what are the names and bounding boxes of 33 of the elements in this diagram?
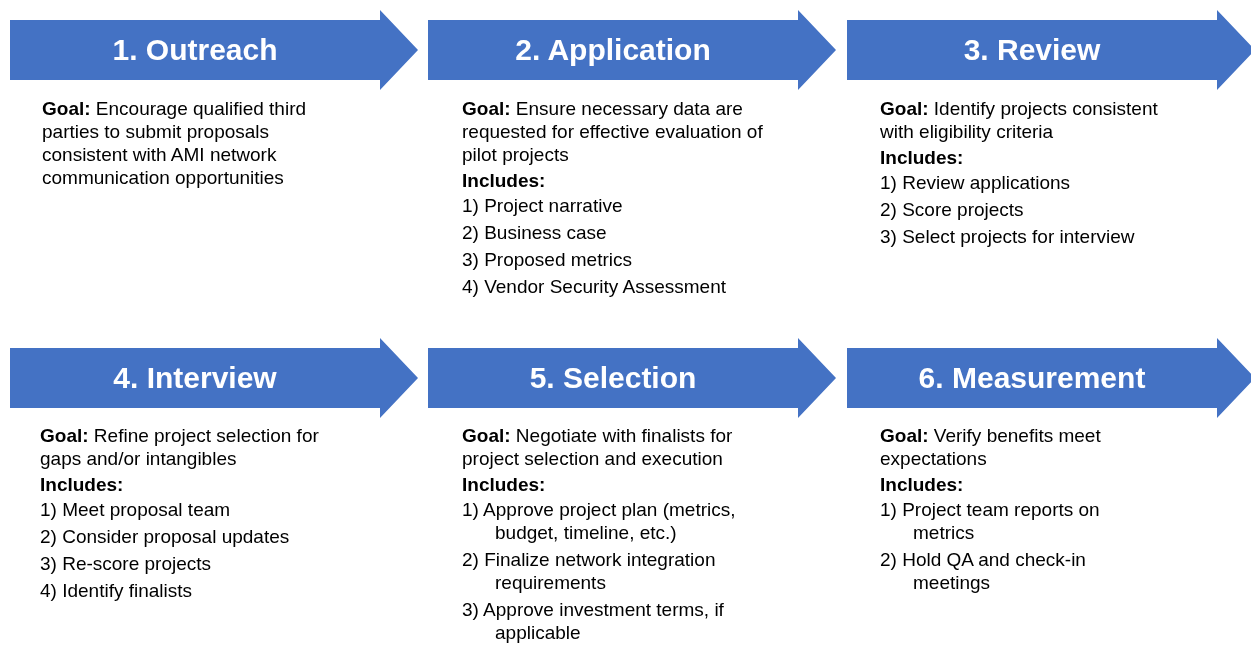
includes-heading: Includes: [40,473,124,496]
list-item: 1) Project team reports on metrics [880,498,1101,544]
list-item: 3) Proposed metrics [462,248,633,271]
goal-text: Goal: Ensure necessary data are requested for effective evaluation of pilot projects [462,97,764,166]
step-title: 5. Selection [529,363,697,393]
list-item: 2) Business case [462,221,608,244]
step-title: 1. Outreach [112,35,278,65]
includes-heading: Includes: [462,473,546,496]
list-item: 4) Identify finalists [40,579,194,602]
list-item: 1) Approve project plan (metrics, budget, timeline, etc.) [462,498,737,544]
list-item: 2) Consider proposal updates [40,525,291,548]
list-item: 2) Finalize network integration requirements [462,548,717,594]
list-item: 4) Vendor Security Assessment [462,275,727,298]
list-item: 1) Meet proposal team [40,498,232,521]
list-item: 1) Project narrative [462,194,624,217]
step-title: 2. Application [515,35,711,65]
step-title: 4. Interview [113,363,277,393]
includes-heading: Includes: [880,146,964,169]
goal-text: Goal: Identify projects consistent with eligibility criteria [880,97,1159,143]
goal-text: Goal: Encourage qualified third parties to submit proposals consistent with AMI network communication opportunities [42,97,308,189]
list-item: 2) Score projects [880,198,1025,221]
list-item: 2) Hold QA and check-in meetings [880,548,1087,594]
step-title: 3. Review [963,35,1101,65]
list-item: 3) Select projects for interview [880,225,1136,248]
includes-heading: Includes: [462,169,546,192]
goal-text: Goal: Negotiate with finalists for project selection and execution [462,424,734,470]
list-item: 3) Approve investment terms, if applicable [462,598,725,644]
goal-text: Goal: Verify benefits meet expectations [880,424,1102,470]
list-item: 1) Review applications [880,171,1072,194]
includes-heading: Includes: [880,473,964,496]
goal-text: Goal: Refine project selection for gaps and/or intangibles [40,424,320,470]
list-item: 3) Re-score projects [40,552,213,575]
step-title: 6. Measurement [918,363,1146,393]
